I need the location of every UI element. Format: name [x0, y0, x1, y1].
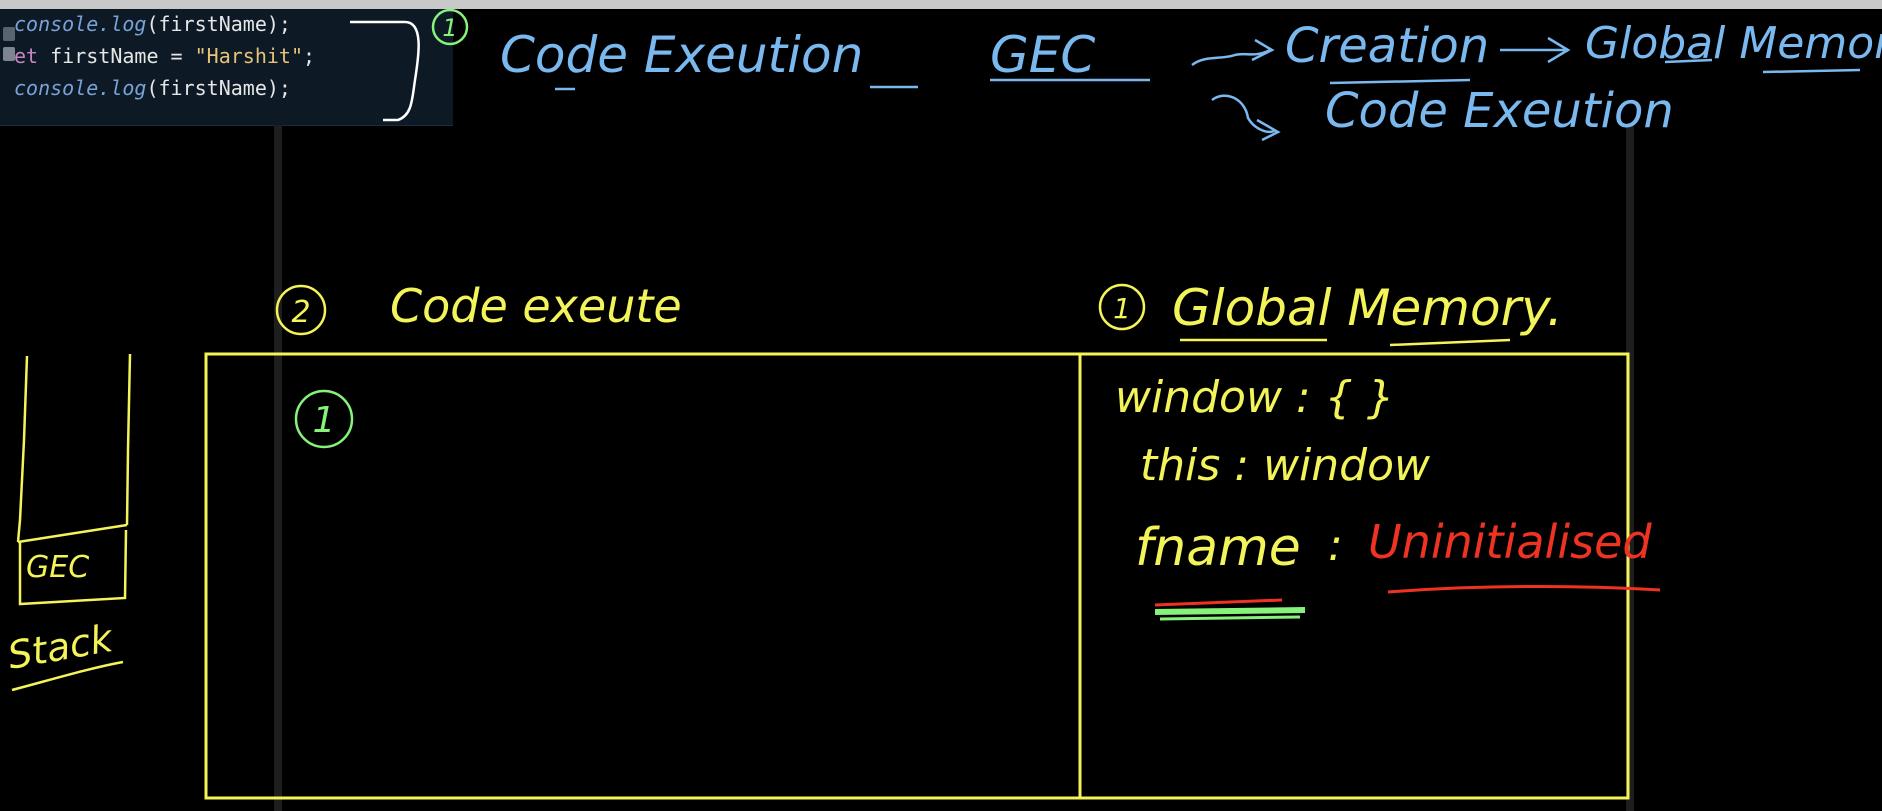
code-token: log	[110, 76, 147, 100]
call-stack-labels: GEC Stack	[4, 550, 117, 678]
code-execution-marker-number: 1	[313, 400, 336, 441]
execution-context-box	[204, 352, 1630, 800]
code-token: log	[110, 12, 147, 36]
gec-label: GEC	[990, 26, 1095, 84]
call-stack-diagram	[11, 353, 132, 692]
code-token: firstName =	[38, 44, 195, 68]
breakpoint-icon[interactable]	[3, 47, 15, 61]
code-marker-number: 1	[442, 14, 457, 42]
stack-item-gec: GEC	[26, 550, 89, 585]
right-page-divider	[1626, 125, 1634, 811]
top-title: Code Exeution	[500, 26, 863, 84]
code-bracket	[350, 20, 420, 122]
code-editor-panel: console.log(firstName); et firstName = "…	[0, 9, 453, 126]
memory-contents: window : { } this : window fname : Unini…	[1115, 372, 1652, 578]
memory-fname-separator: :	[1328, 520, 1343, 571]
step1-text: Global Memory.	[1172, 279, 1563, 337]
code-line-3: console.log(firstName);	[14, 76, 291, 100]
creation-label: Creation	[1285, 18, 1489, 74]
memory-fname-key: fname	[1135, 518, 1301, 578]
step1-label: 1 Global Memory.	[1098, 279, 1563, 347]
memory-underlines	[1154, 584, 1661, 621]
code-execution-bottom-label: Code Exeution	[1325, 83, 1674, 139]
run-arrow-icon[interactable]	[3, 27, 15, 41]
memory-window-entry: window : { }	[1115, 372, 1395, 423]
code-execution-marker: 1	[294, 389, 354, 449]
memory-fname-value: Uninitialised	[1368, 515, 1652, 569]
code-token: et	[14, 44, 39, 68]
code-token: (firstName);	[146, 76, 291, 100]
code-token: console.	[14, 76, 111, 100]
stack-label: Stack	[4, 616, 117, 678]
memory-this-entry: this : window	[1140, 440, 1431, 491]
step1-number: 1	[1113, 292, 1131, 325]
step2-number: 2	[291, 295, 310, 330]
top-notes-strokes	[555, 36, 1861, 142]
left-page-divider	[274, 125, 282, 811]
code-line-2: et firstName = "Harshit";	[14, 44, 315, 68]
code-marker: 1	[431, 8, 469, 46]
code-line-1: console.log(firstName);	[14, 12, 291, 36]
step2-label: 2 Code exeute	[275, 279, 682, 336]
code-token: (firstName);	[146, 12, 291, 36]
top-bar	[0, 0, 1882, 9]
code-token: ;	[303, 44, 316, 68]
code-token: console.	[14, 12, 111, 36]
global-memory-top-label: Global Memory	[1585, 18, 1882, 69]
step2-text: Code exeute	[390, 279, 682, 333]
top-notes: Code Exeution GEC Creation Global Memory…	[500, 18, 1882, 139]
code-token: "Harshit"	[194, 44, 304, 68]
